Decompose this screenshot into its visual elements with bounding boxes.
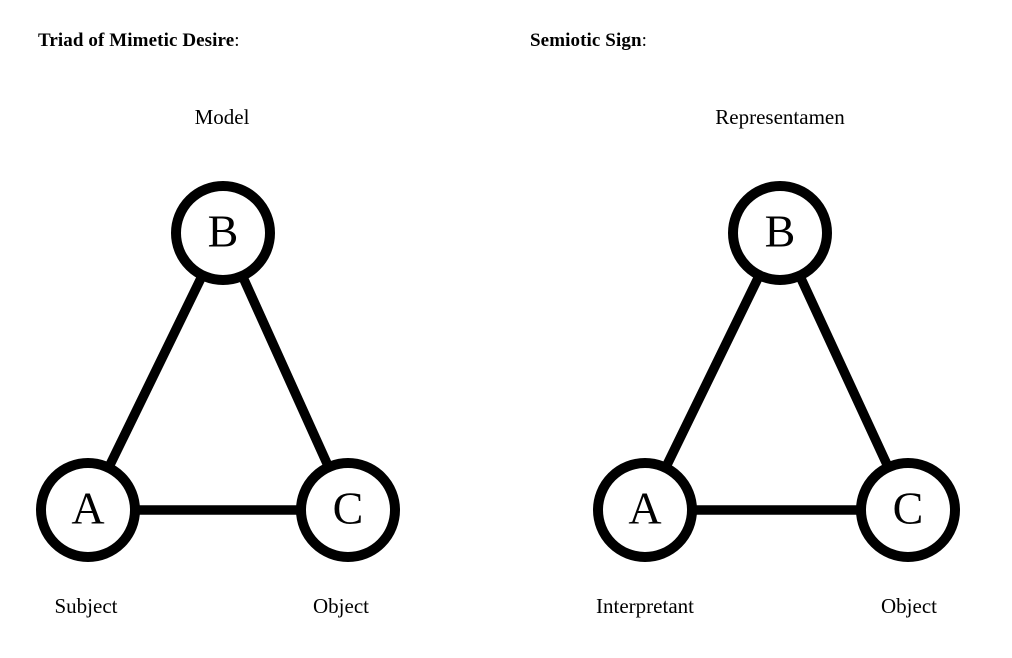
left-node-b-circle[interactable] <box>171 181 275 285</box>
left-node-c-letter: C <box>333 483 364 534</box>
left-node-b-caption: Model <box>194 105 250 129</box>
right-node-b-letter: B <box>765 206 796 257</box>
right-node-a-letter: A <box>628 483 661 534</box>
left-node-c-caption: Object <box>313 594 369 618</box>
left-title-colon: : <box>234 30 240 51</box>
left-title-text: Triad of Mimetic Desire <box>38 30 235 51</box>
right-node-b-caption: Representamen <box>715 105 845 129</box>
left-node-a[interactable]: A <box>36 458 140 562</box>
right-node-b-circle[interactable] <box>728 181 832 285</box>
right-node-c[interactable]: C <box>856 458 960 562</box>
left-node-a-circle[interactable] <box>36 458 140 562</box>
right-diagram-title: Semiotic Sign: <box>530 30 647 52</box>
left-diagram-group: B A C <box>36 181 400 562</box>
left-node-a-letter: A <box>71 483 104 534</box>
right-title-text: Semiotic Sign <box>530 30 642 51</box>
left-node-b-letter: B <box>208 206 239 257</box>
right-diagram-group: B A C <box>593 181 960 562</box>
right-node-b[interactable]: B <box>728 181 832 285</box>
left-diagram-title: Triad of Mimetic Desire: <box>38 30 240 52</box>
right-node-a[interactable]: A <box>593 458 697 562</box>
left-node-a-caption: Subject <box>54 594 118 618</box>
right-node-c-caption: Object <box>881 594 937 618</box>
right-node-c-letter: C <box>893 483 924 534</box>
right-node-a-circle[interactable] <box>593 458 697 562</box>
left-node-c[interactable]: C <box>296 458 400 562</box>
right-title-colon: : <box>641 30 647 51</box>
left-node-c-circle[interactable] <box>296 458 400 562</box>
right-node-c-circle[interactable] <box>856 458 960 562</box>
left-node-b[interactable]: B <box>171 181 275 285</box>
right-node-a-caption: Interpretant <box>596 594 694 618</box>
